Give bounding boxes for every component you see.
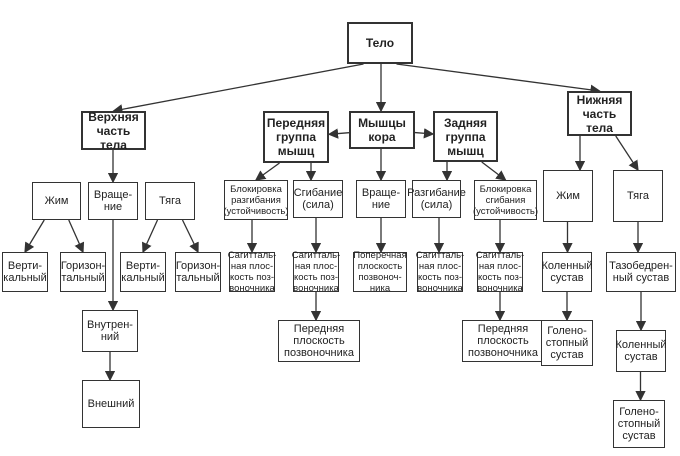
node-upper: Верхняя часть тела bbox=[81, 110, 146, 152]
node-lower: Нижняя часть тела bbox=[567, 91, 632, 136]
arrow-u_pull-to-upl_hor bbox=[181, 219, 199, 254]
node-b-block: Блокировка сгибания (устойчивость) bbox=[473, 180, 538, 220]
node-u-outer: Внешний bbox=[82, 380, 140, 428]
node-back: Задняя группа мышц bbox=[433, 111, 498, 162]
node-f-block: Блокировка разгибания (устойчивость) bbox=[223, 180, 289, 220]
node-l-press: Жим bbox=[543, 170, 593, 222]
node-up-vert: Верти- кальный bbox=[2, 252, 48, 292]
node-l-ankle1: Голено- стопный сустав bbox=[541, 320, 593, 366]
node-body: Тело bbox=[347, 22, 413, 64]
arrow-lower-to-l_pull bbox=[615, 135, 639, 172]
node-f-frontal: Передняя плоскость позвоночника bbox=[278, 320, 360, 362]
node-l-pull: Тяга bbox=[613, 170, 663, 222]
node-f-sag2: Сагитталь- ная плос- кость поз- воночник… bbox=[291, 250, 341, 294]
node-u-press: Жим bbox=[32, 182, 81, 220]
node-front: Передняя группа мышц bbox=[263, 111, 329, 163]
node-up-hor: Горизон- тальный bbox=[60, 252, 106, 292]
node-f-sag1: Сагитталь- ная плос- кость поз- воночник… bbox=[227, 250, 277, 294]
node-core: Мышцы кора bbox=[349, 111, 415, 149]
arrow-body-to-upper bbox=[112, 63, 364, 115]
arrow-u_press-to-up_vert bbox=[24, 219, 45, 254]
arrow-body-to-lower bbox=[396, 63, 601, 95]
arrow-core-to-front bbox=[327, 128, 350, 139]
node-f-flex: Сгибание (сила) bbox=[293, 180, 343, 218]
node-u-pull: Тяга bbox=[145, 182, 195, 220]
node-b-frontal: Передняя плоскость позвоночника bbox=[462, 320, 544, 362]
node-u-inner: Внутрен- ний bbox=[82, 310, 138, 352]
arrow-core-to-back bbox=[414, 128, 435, 139]
node-b-ext: Разгибание (сила) bbox=[407, 180, 466, 218]
node-b-sag2: Сагитталь- ная плос- кость поз- воночник… bbox=[475, 250, 525, 294]
node-l-hip: Тазобедрен- ный сустав bbox=[606, 252, 676, 292]
node-upl-hor: Горизон- тальный bbox=[175, 252, 221, 292]
node-u-rot: Враще- ние bbox=[88, 182, 138, 220]
arrow-front-to-f_block bbox=[254, 162, 280, 181]
arrow-back-to-b_block bbox=[481, 161, 507, 181]
node-upl-vert: Верти- кальный bbox=[120, 252, 166, 292]
node-l-knee2: Коленный сустав bbox=[615, 330, 667, 372]
node-l-ankle2: Голено- стопный сустав bbox=[613, 400, 665, 448]
arrow-u_pull-to-upl_vert bbox=[142, 219, 159, 254]
node-c-rot: Враще- ние bbox=[356, 180, 406, 218]
node-c-trans: Поперечная плоскость позвоноч- ника bbox=[353, 250, 407, 294]
arrow-u_press-to-up_hor bbox=[68, 219, 85, 254]
node-l-knee: Коленный сустав bbox=[541, 252, 593, 292]
node-b-sag1: Сагитталь- ная плос- кость поз- воночник… bbox=[415, 250, 465, 294]
